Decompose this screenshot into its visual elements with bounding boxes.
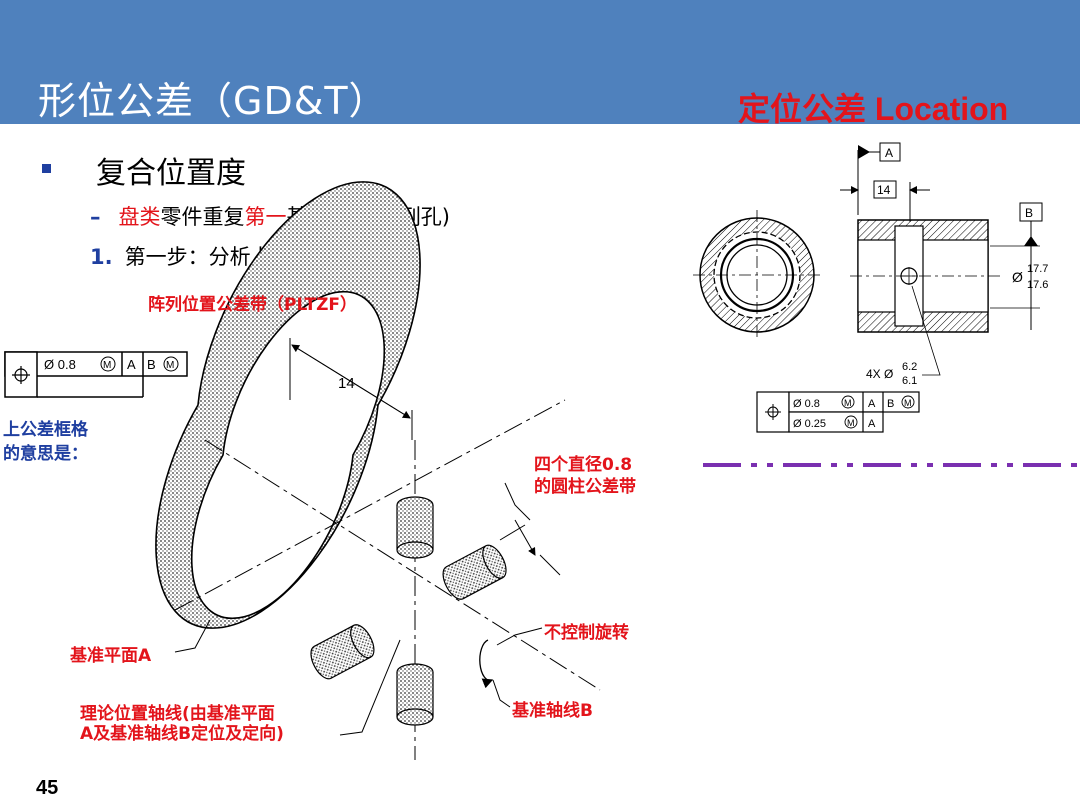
frame-row1-mod: M (844, 398, 852, 408)
label-cylinders-line1: 四个直径0.8 (534, 455, 633, 475)
mmc-modifier-icon (100, 356, 116, 372)
frame-row1-b: B (887, 398, 894, 410)
label-pltzf: 阵列位置公差带（PLTZF） (148, 295, 358, 315)
dia-lower: 17.6 (1027, 279, 1048, 291)
drawing-dim-14: 14 (877, 183, 891, 197)
label-no-rotation: 不控制旋转 (544, 623, 629, 643)
dia-upper: 17.7 (1027, 263, 1048, 275)
holes-prefix: 4X Ø (866, 367, 893, 381)
part-drawing: A 14 B Ø 17.7 17.6 4X Ø 6.2 6.1 Ø 0.8 (693, 142, 1048, 433)
mmc-modifier-icon (163, 356, 179, 372)
page-title: 形位公差（GD&T） (38, 79, 388, 123)
bullet-square-icon (42, 164, 51, 173)
label-datum-plane: 基准平面A (70, 646, 152, 666)
text-red-part1: 盘类 (118, 205, 161, 229)
left-frame-datum-b: B (147, 357, 156, 372)
left-frame-tolerance: Ø 0.8 (44, 357, 76, 372)
label-cylinders-line2: 的圆柱公差带 (534, 477, 636, 497)
title-bar (0, 0, 1080, 124)
mmc-modifier-icon (901, 395, 915, 409)
frame-row1-a: A (868, 398, 876, 410)
cylinder-zone-left (310, 624, 375, 680)
left-frame-datum-a: A (127, 357, 136, 372)
label-upper-frame: 上公差框格 的意思是： (3, 418, 88, 466)
cylinder-zone-right (442, 544, 507, 600)
label-theory-line1: 理论位置轴线(由基准平面 (80, 704, 275, 724)
text-red-part3: 第一 (244, 205, 287, 229)
dim-14-label: 14 (338, 375, 355, 392)
mmc-modifier-icon (841, 395, 855, 409)
tolerance-zone-diagram: 14 (155, 181, 601, 760)
left-frame-datum-b-mod: M (166, 360, 174, 371)
label-cylinders: 四个直径0.8 的圆柱公差带 (534, 454, 636, 498)
holes-upper: 6.2 (902, 361, 917, 373)
page-number: 45 (36, 777, 59, 799)
label-theory-axis: 理论位置轴线(由基准平面 A及基准轴线B定位及定向) (80, 704, 284, 744)
left-feature-control-frame: Ø 0.8 M A B M (4, 351, 188, 398)
step-number: 1. (90, 245, 113, 269)
mmc-modifier-icon (844, 415, 858, 429)
datum-b-label: B (1025, 206, 1033, 220)
label-upper-frame-line2: 的意思是： (3, 444, 88, 464)
section-heading: 复合位置度 (96, 156, 246, 191)
frame-row1-tol: Ø 0.8 (793, 398, 820, 410)
holes-lower: 6.1 (902, 375, 917, 387)
datum-a-label: A (885, 146, 893, 160)
label-upper-frame-line1: 上公差框格 (3, 420, 88, 440)
dash-bullet-icon: – (90, 205, 101, 229)
cylinder-zone-bottom (396, 663, 434, 726)
frame-row2-mod: M (847, 418, 855, 428)
text-part2: 零件重复 (160, 205, 245, 229)
frame-row2-a: A (868, 418, 876, 430)
label-theory-line2: A及基准轴线B定位及定向) (80, 724, 284, 744)
page-subtitle: 定位公差 Location (738, 91, 1009, 127)
label-datum-axis: 基准轴线B (512, 701, 593, 721)
svg-text:Ø: Ø (1012, 269, 1023, 285)
left-frame-mod: M (103, 360, 111, 371)
frame-row1-b-mod: M (904, 398, 912, 408)
cylinder-zone-top (396, 496, 434, 559)
frame-row2-tol: Ø 0.25 (793, 418, 826, 430)
